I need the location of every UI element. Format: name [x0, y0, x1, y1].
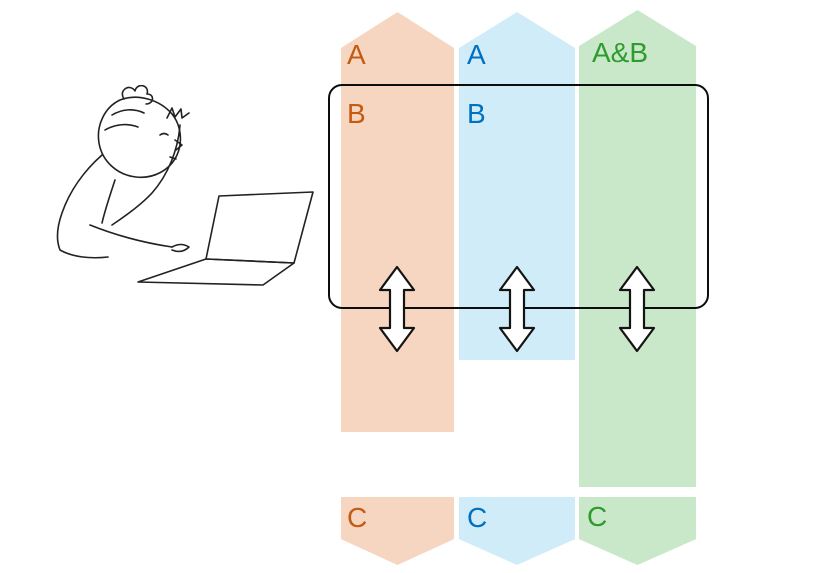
- label-col-a-top: A: [347, 39, 366, 70]
- label-col-b-top: A: [467, 39, 486, 70]
- label-col-a-row-b: B: [347, 98, 366, 129]
- chest-line: [101, 179, 116, 224]
- arm: [111, 124, 181, 226]
- hand-on-keyboard: [171, 243, 190, 253]
- label-col-b-bottom: C: [467, 502, 488, 533]
- up-down-arrow-icon: [498, 265, 536, 353]
- eye: [159, 132, 169, 136]
- hair-strand: [111, 109, 145, 116]
- hair-bun: [121, 85, 154, 105]
- label-col-ab-top: A&B: [592, 37, 649, 68]
- head-outline: [97, 96, 182, 179]
- up-down-arrow-shape: [618, 265, 656, 353]
- laptop-keyboard: [137, 258, 295, 286]
- person-at-laptop-illustration: [56, 85, 314, 286]
- up-down-arrow-shape: [378, 265, 416, 353]
- label-col-b-row-b: B: [467, 98, 486, 129]
- label-col-ab-bottom: C: [587, 501, 608, 532]
- up-down-arrow-shape: [498, 265, 536, 353]
- column-a-band: [341, 12, 454, 432]
- label-col-a-bottom: C: [347, 502, 368, 533]
- hand-at-head: [166, 107, 190, 119]
- hair-strand: [104, 123, 139, 131]
- laptop-screen: [205, 191, 314, 264]
- forearm: [89, 224, 173, 248]
- body-outline: [56, 154, 109, 259]
- up-down-arrow-icon: [378, 265, 416, 353]
- column-ab-band: [579, 10, 696, 487]
- up-down-arrow-icon: [618, 265, 656, 353]
